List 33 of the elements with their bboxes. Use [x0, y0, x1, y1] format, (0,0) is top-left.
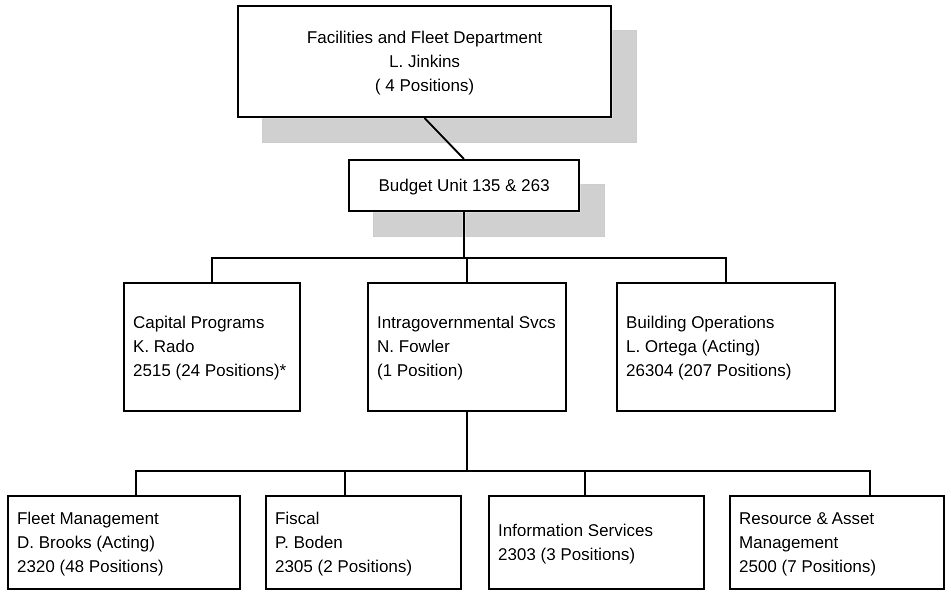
box-text: Intragovernmental Svcs — [377, 312, 556, 334]
box-text: (1 Position) — [377, 360, 463, 382]
box-text: P. Boden — [275, 532, 343, 554]
org-box — [729, 495, 945, 590]
box-text: Fleet Management — [17, 508, 159, 530]
box-text: 2303 (3 Positions) — [498, 544, 636, 566]
box-text: ( 4 Positions) — [374, 74, 474, 96]
box-text: Information Services — [498, 520, 653, 542]
box-text: Capital Programs — [133, 312, 264, 334]
box-text: 2500 (7 Positions) — [739, 556, 876, 578]
box-text: D. Brooks (Acting) — [17, 532, 155, 554]
org-box — [237, 5, 612, 118]
box-text: Resource & Asset Management — [739, 508, 876, 554]
org-box — [265, 495, 462, 590]
org-box — [367, 282, 567, 412]
box-text: Building Operations — [626, 312, 774, 334]
box-text: K. Rado — [133, 336, 194, 358]
box-text: L. Jinkins — [389, 50, 460, 72]
box-text: 26304 (207 Positions) — [626, 360, 792, 382]
org-box — [7, 495, 241, 590]
box-text: Facilities and Fleet Department — [306, 26, 542, 48]
org-box — [488, 495, 705, 590]
box-text: Budget Unit 135 & 263 — [378, 174, 550, 196]
box-text: Fiscal — [275, 508, 320, 530]
box-text: N. Fowler — [377, 336, 450, 358]
org-box — [616, 282, 836, 412]
box-text: 2305 (2 Positions) — [275, 556, 412, 578]
org-box — [123, 282, 301, 412]
org-box — [348, 159, 580, 212]
connector-line — [424, 117, 465, 160]
box-text: L. Ortega (Acting) — [626, 336, 760, 358]
box-text: 2320 (48 Positions) — [17, 556, 164, 578]
box-text: 2515 (24 Positions)* — [133, 360, 286, 382]
